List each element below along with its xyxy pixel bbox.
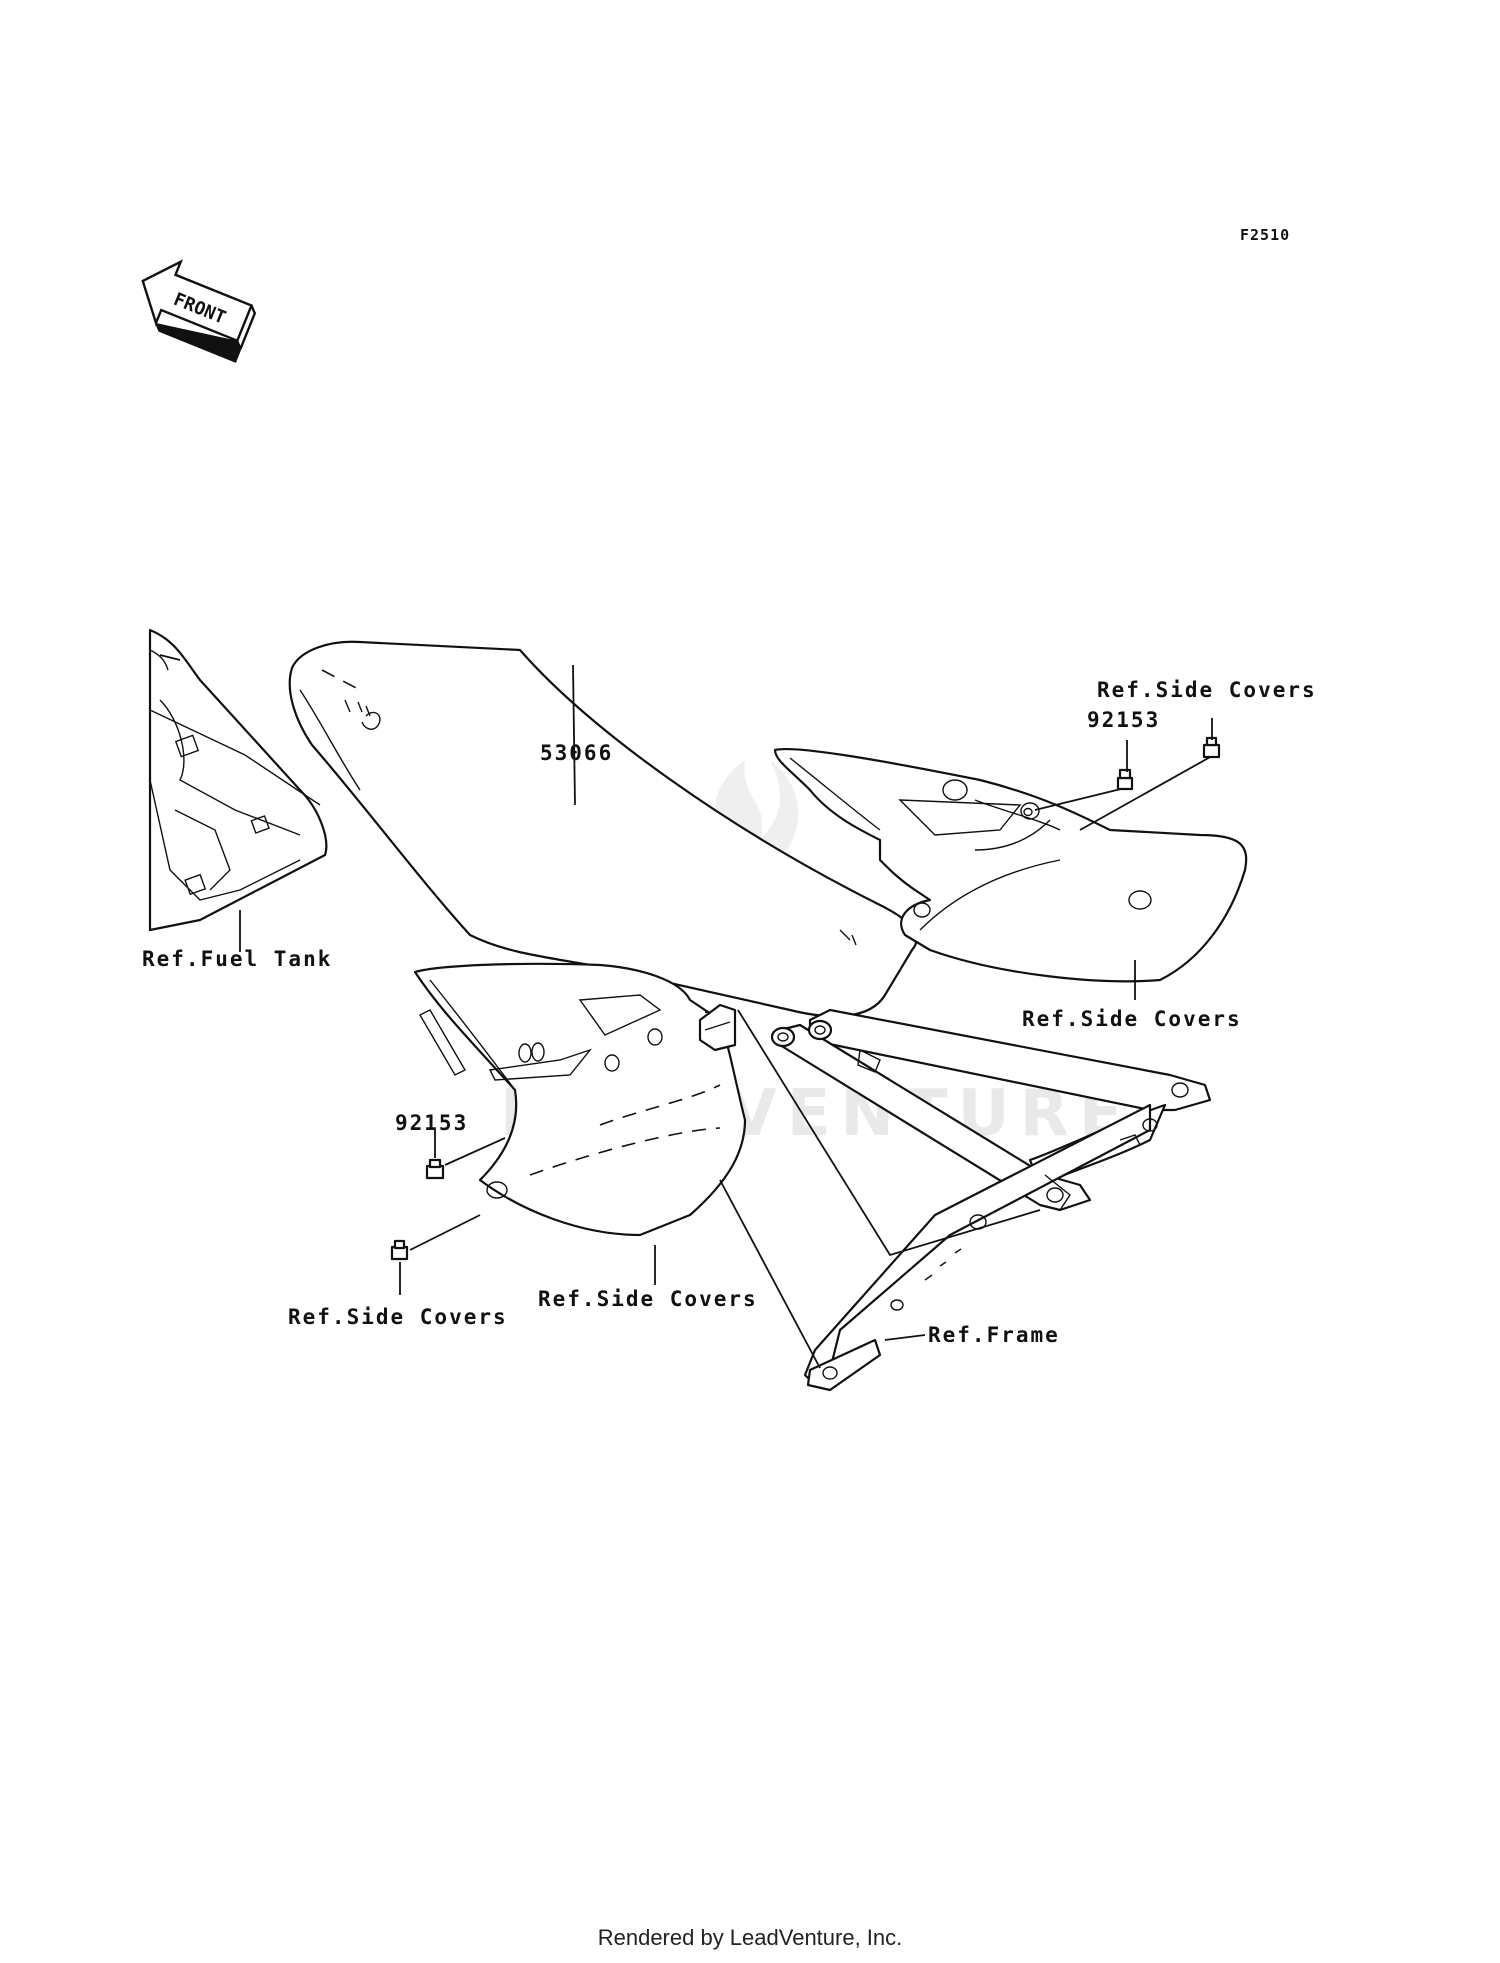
right-side-cover-drawing	[773, 747, 1248, 983]
bolt-92153-left-icon	[425, 1137, 506, 1180]
label-ref-side-covers-left-bottom: Ref.Side Covers	[288, 1305, 508, 1329]
label-ref-frame: Ref.Frame	[928, 1323, 1060, 1347]
collar-right-icon	[1079, 736, 1221, 831]
label-ref-fuel-tank: Ref.Fuel Tank	[142, 947, 332, 971]
diagram-code: F2510	[1240, 226, 1290, 244]
label-ref-side-covers-top: Ref.Side Covers	[1097, 678, 1317, 702]
label-bolt-left: 92153	[395, 1111, 468, 1135]
fuel-tank-drawing	[148, 628, 328, 952]
collar-left-icon	[390, 1214, 481, 1261]
front-arrow-icon: FRONT	[141, 259, 257, 363]
label-bolt-right: 92153	[1087, 708, 1160, 732]
footer-credit: Rendered by LeadVenture, Inc.	[597, 1925, 903, 1950]
label-ref-side-covers-right: Ref.Side Covers	[1022, 1007, 1242, 1031]
seat-drawing	[288, 640, 918, 1018]
frame-drawing	[770, 1008, 1212, 1392]
label-seat-part: 53066	[540, 741, 613, 765]
left-side-cover-drawing	[413, 962, 747, 1237]
seat-mount-bracket-drawing	[698, 1003, 737, 1052]
bolt-92153-right-icon	[1034, 768, 1134, 811]
label-ref-side-covers-left-cover: Ref.Side Covers	[538, 1287, 758, 1311]
